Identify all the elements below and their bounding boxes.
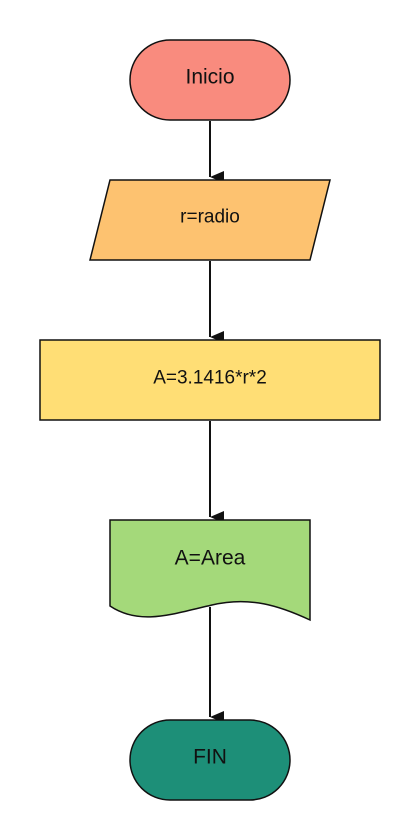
node-start-label: Inicio — [185, 66, 234, 89]
process-shape — [39, 339, 381, 421]
node-end-label: FIN — [193, 746, 227, 769]
terminator-shape — [129, 39, 291, 121]
node-output-label: A=Area — [175, 547, 246, 570]
document-shape — [109, 519, 311, 622]
terminator-shape — [129, 719, 291, 801]
parallelogram-shape — [89, 179, 331, 261]
node-process: A=3.1416*r*2 — [39, 339, 381, 421]
node-input-label: r=radio — [180, 207, 240, 228]
node-process-label: A=3.1416*r*2 — [153, 368, 267, 389]
node-input: r=radio — [89, 179, 331, 261]
node-end: FIN — [129, 719, 291, 801]
node-start: Inicio — [129, 39, 291, 121]
node-output: A=Area — [109, 519, 311, 622]
